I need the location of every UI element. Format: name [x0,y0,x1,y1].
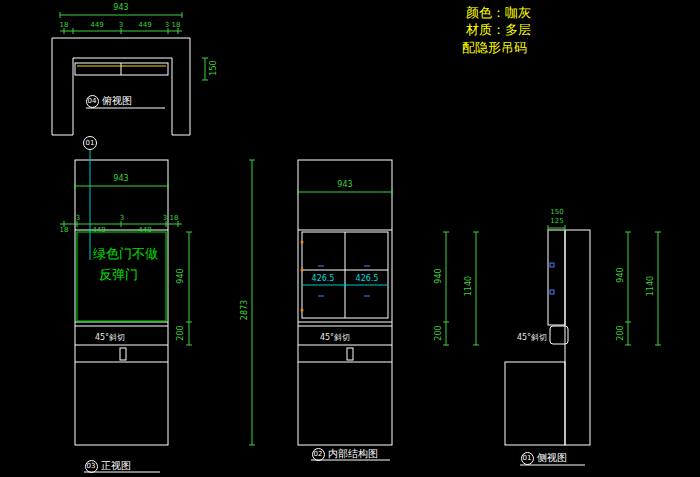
dimension-label: 反弹门 [99,268,138,281]
dimension-label: 943 [113,4,128,12]
dimension-label: 颜色：咖灰 [466,6,531,19]
dimension-label: 材质：多层 [466,23,531,36]
dimension-label: 449 [90,22,103,29]
dimension-label: 3 [163,215,167,222]
dimension-label: 3 [165,22,169,29]
dimension-label: 449 [138,227,151,234]
dimension-label: 200 [435,325,443,340]
callout-circle: 03正视图 [85,460,98,473]
callout-number: 01 [84,137,96,149]
dimension-label: 18 [172,22,181,29]
callout-circle: 02内部结构图 [312,448,325,461]
dimension-label: 449 [138,22,151,29]
dimension-label: 940 [617,267,625,282]
view-title: 俯视图 [102,96,132,106]
dimension-label: 1140 [465,276,473,296]
callout-circle: 04俯视图 [86,95,99,108]
dimension-label: 1140 [647,276,655,296]
dimension-label: 943 [337,181,352,189]
dimension-label: 200 [617,325,625,340]
dimension-label: 426.5 [312,275,335,283]
dimension-label: 45°斜切 [517,334,547,342]
dimension-label: 绿色门不做 [93,247,158,260]
dimension-label: 426.5 [356,275,379,283]
callout-number: 01 [522,453,533,464]
callout-circle: 01 [83,136,97,150]
dimension-label: 2873 [241,300,249,320]
dimension-label: 3 [76,215,80,222]
callout-number: 04 [87,96,98,107]
dimension-label: 3 [119,22,123,29]
dimension-label: 45°斜切 [320,334,350,342]
view-title: 侧视图 [537,453,567,463]
callout-number: 02 [313,449,324,460]
dimension-label: 45°斜切 [95,334,125,342]
dimension-label: 200 [177,325,185,340]
dimension-label: 940 [435,268,443,283]
dimension-label: 18 [170,215,179,222]
dimension-label: 125 [550,218,563,225]
dimension-label: 943 [113,175,128,183]
callout-number: 03 [86,461,97,472]
dimension-label: 18 [60,22,69,29]
callout-circle: 01侧视图 [521,452,534,465]
view-title: 内部结构图 [328,449,378,459]
dimension-label: 18 [60,227,69,234]
dimension-label: 3 [120,215,124,222]
dimension-label: 配隐形吊码 [462,41,527,54]
dimension-label: 940 [177,268,185,283]
view-title: 正视图 [101,461,131,471]
dimension-label: 449 [92,227,105,234]
dimension-label: 150 [210,60,218,75]
dimension-label: 150 [550,209,563,216]
